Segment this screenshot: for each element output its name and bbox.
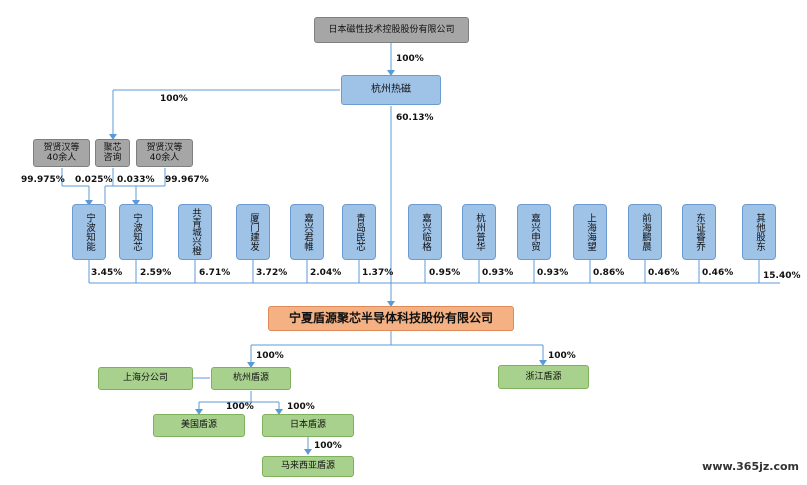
my-dunyuan-label: 马来西亚盾源 xyxy=(280,461,335,472)
parent-company-label: 日本磁性技术控股股份有限公司 xyxy=(328,24,455,35)
shareholder-name: 宁波知能 xyxy=(84,213,95,251)
shareholder-name: 嘉兴申贸 xyxy=(529,213,540,251)
my-dunyuan-box: 马来西亚盾源 xyxy=(262,456,354,477)
shareholder-box: 宁波知芯 xyxy=(119,204,153,260)
shareholder-name: 其他股东 xyxy=(754,213,765,251)
pct-he2: 99.967% xyxy=(165,175,209,185)
shareholder-name: 嘉兴君帷 xyxy=(302,213,313,251)
shareholder-pct: 0.93% xyxy=(537,268,569,278)
shareholder-pct: 0.46% xyxy=(702,268,734,278)
shareholder-name: 厦门建发 xyxy=(248,213,259,251)
shareholder-name: 共青城兴橙 xyxy=(190,208,201,256)
shareholder-pct: 3.45% xyxy=(91,268,123,278)
shareholder-pct: 0.86% xyxy=(593,268,625,278)
he-xianhan-box-2: 贺贤汉等40余人 xyxy=(136,139,193,167)
jp-dunyuan-box: 日本盾源 xyxy=(262,414,354,437)
shareholder-name: 青岛民芯 xyxy=(354,213,365,251)
zj-dunyuan-box: 浙江盾源 xyxy=(498,365,589,389)
zj-dunyuan-label: 浙江盾源 xyxy=(525,371,562,382)
shareholder-pct: 0.46% xyxy=(648,268,680,278)
he-xianhan-label-1: 贺贤汉等40余人 xyxy=(43,142,80,163)
shareholder-box: 嘉兴君帷 xyxy=(290,204,324,260)
shareholder-box: 杭州普华 xyxy=(462,204,496,260)
us-dunyuan-box: 美国盾源 xyxy=(153,414,245,437)
shareholder-name: 东证睿乔 xyxy=(694,213,705,251)
pct-he1: 99.975% xyxy=(21,175,65,185)
shareholder-box: 东证睿乔 xyxy=(682,204,716,260)
shareholder-pct: 2.59% xyxy=(140,268,172,278)
hz-dunyuan-pct: 100% xyxy=(256,351,284,361)
shareholder-name: 上海海望 xyxy=(585,213,596,251)
hangzhou-left-pct: 100% xyxy=(160,94,188,104)
jp-dunyuan-label: 日本盾源 xyxy=(289,420,326,431)
shareholder-pct: 0.95% xyxy=(429,268,461,278)
shareholder-box: 共青城兴橙 xyxy=(178,204,212,260)
juxin-consulting-box: 聚芯咨询 xyxy=(95,139,130,167)
shareholder-name: 宁波知芯 xyxy=(131,213,142,251)
pct-juxin2: 0.033% xyxy=(117,175,155,185)
hangzhou-rexci-label: 杭州热磁 xyxy=(371,84,411,96)
shareholder-name: 前海鹏晨 xyxy=(640,213,651,251)
shareholder-box: 其他股东 xyxy=(742,204,776,260)
watermark: www.365jz.com xyxy=(702,460,799,473)
us-dunyuan-label: 美国盾源 xyxy=(180,420,217,431)
shareholder-box: 嘉兴临格 xyxy=(408,204,442,260)
he-xianhan-label-2: 贺贤汉等40余人 xyxy=(146,142,183,163)
shareholder-box: 青岛民芯 xyxy=(342,204,376,260)
shareholder-pct: 0.93% xyxy=(482,268,514,278)
sh-branch-box: 上海分公司 xyxy=(98,367,193,390)
sh-branch-label: 上海分公司 xyxy=(122,373,168,384)
hz-dunyuan-box: 杭州盾源 xyxy=(211,367,291,390)
shareholder-pct: 3.72% xyxy=(256,268,288,278)
he-xianhan-box-1: 贺贤汉等40余人 xyxy=(33,139,90,167)
shareholder-name: 杭州普华 xyxy=(474,213,485,251)
shareholder-box: 宁波知能 xyxy=(72,204,106,260)
parent-pct: 100% xyxy=(396,54,424,64)
shareholder-pct: 1.37% xyxy=(362,268,394,278)
hangzhou-rexci-box: 杭州热磁 xyxy=(341,75,441,105)
parent-company-box: 日本磁性技术控股股份有限公司 xyxy=(314,17,469,43)
my-dunyuan-pct: 100% xyxy=(314,441,342,451)
shareholder-pct: 6.71% xyxy=(199,268,231,278)
main-company-box: 宁夏盾源聚芯半导体科技股份有限公司 xyxy=(268,306,514,331)
jp-dunyuan-pct: 100% xyxy=(287,402,315,412)
shareholder-box: 厦门建发 xyxy=(236,204,270,260)
shareholder-pct: 15.40% xyxy=(763,271,801,281)
juxin-consulting-label: 聚芯咨询 xyxy=(103,142,122,163)
shareholder-box: 上海海望 xyxy=(573,204,607,260)
shareholder-name: 嘉兴临格 xyxy=(420,213,431,251)
zj-dunyuan-pct: 100% xyxy=(548,351,576,361)
hangzhou-down-pct: 60.13% xyxy=(396,113,434,123)
hz-dunyuan-label: 杭州盾源 xyxy=(232,373,269,384)
shareholder-box: 前海鹏晨 xyxy=(628,204,662,260)
shareholder-box: 嘉兴申贸 xyxy=(517,204,551,260)
us-dunyuan-pct: 100% xyxy=(226,402,254,412)
shareholder-pct: 2.04% xyxy=(310,268,342,278)
main-company-label: 宁夏盾源聚芯半导体科技股份有限公司 xyxy=(288,310,493,325)
pct-juxin1: 0.025% xyxy=(75,175,113,185)
